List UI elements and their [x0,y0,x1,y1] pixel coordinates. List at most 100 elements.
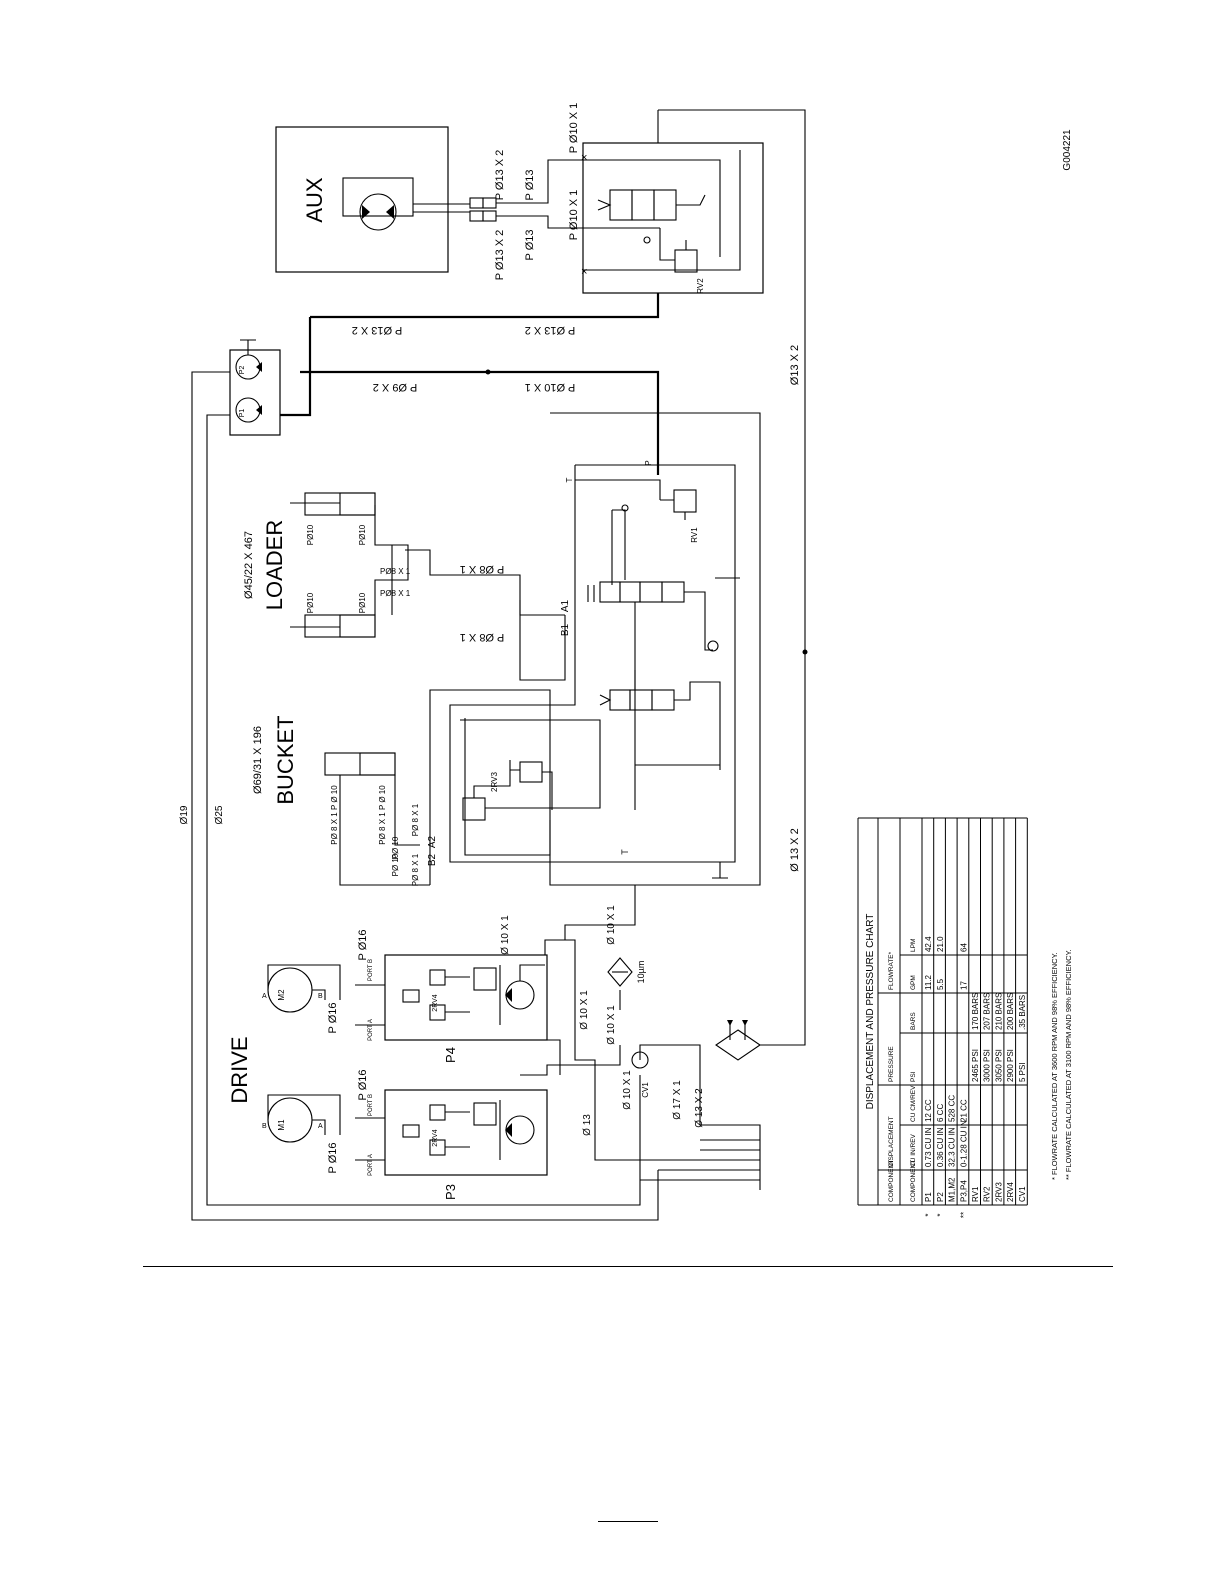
rv2-label: RV2 [696,278,705,294]
main-valve-section: RV1 A1 B1 P 2RV3 A2 B2 T T [427,412,761,886]
cv1-label: CV1 [641,1082,650,1098]
table-column-header: GPM [910,975,917,990]
table-column-header: LPM [910,939,917,952]
table-cell: 12 CC [924,1099,933,1122]
hose-label: Ø19 [179,805,190,824]
displacement-pressure-chart: DISPLACEMENT AND PRESSURE CHARTCOMPONENT… [857,817,1073,1218]
port-a2: A2 [427,835,438,848]
port-t: T [620,849,630,855]
hose-label: Ø 10 X 1 [579,990,590,1030]
hose-label: Ø 13 [582,1114,593,1136]
rv3-label: 2RV3 [490,772,499,792]
hose-label: Ø25 [214,805,225,824]
table-cell: 2465 PSI [971,1049,980,1082]
hose-label: Ø 10 X 1 [622,1070,633,1110]
table-cell: M1,M2 [948,1177,957,1202]
motor-port: A [262,993,267,1000]
table-cell: 6 CC [936,1104,945,1122]
hose-label: P Ø13 X 2 [352,324,403,336]
port-p: P [644,460,653,465]
rv4-label: 2RV4 [432,1129,439,1146]
table-cell: 5.5 [936,978,945,990]
pump-p2-label: P2 [239,366,246,375]
hose-label: P Ø16 [357,930,369,961]
table-cell: 5 PSI [1018,1062,1027,1082]
table-footnote: ** FLOWRATE CALCULATED AT 3100 RPM AND 9… [1064,949,1073,1180]
table-cell: 64 [959,943,968,952]
aux-label: AUX [302,177,327,223]
table-footnote: * FLOWRATE CALCULATED AT 3600 RPM AND 98… [1050,952,1059,1180]
table-column-header: PSI [910,1071,917,1082]
hose-label: PØ 8 X 1 P Ø 10 [330,785,339,845]
table-cell: 3050 PSI [994,1049,1003,1082]
loader-section: LOADER Ø45/22 X 467 PØ10 PØ10 PØ10 PØ10 … [243,492,565,643]
table-cell: P3,P4 [959,1180,968,1202]
hose-label: P Ø10 X 1 [568,190,580,241]
hose-label: P Ø10 X 1 [568,103,580,154]
table-row-mark: ** [959,1212,968,1218]
hose-label: P Ø13 [524,230,536,261]
bucket-cylinder-size: Ø69/31 X 196 [252,726,264,794]
table-cell: 2RV4 [1006,1182,1015,1202]
table-cell: 32.3 CU IN [948,1127,957,1167]
hose-label: PØ8 X 1 [380,589,411,598]
rv1-label: RV1 [690,527,699,543]
motor-port: A [318,1123,323,1130]
table-cell: 0.36 CU IN [936,1127,945,1167]
hose-label: P Ø13 [524,170,536,201]
pump-p1-label: P1 [239,409,246,418]
hose-label: P Ø13 X 2 [494,150,506,201]
table-cell: 207 BARS [983,993,992,1030]
bucket-section: BUCKET Ø69/31 X 196 PØ 8 X 1 P Ø 10 PØ 8… [252,715,430,886]
port-a-label: PORT A [368,1019,374,1041]
table-group-header: COMPONENT [888,1160,895,1202]
table-cell: 0.73 CU IN [924,1127,933,1167]
hose-label: PØ10 [358,524,367,545]
table-cell: 11.2 [924,974,933,990]
hose-label: Ø13 X 2 [789,345,801,385]
table-cell: 21 CC [959,1099,968,1122]
motor-port: B [318,993,323,1000]
table-cell: 42.4 [924,936,933,952]
table-cell: 210 BARS [994,993,1003,1030]
table-cell: CV1 [1018,1186,1027,1202]
figure-id: G004221 [1062,129,1073,171]
footer-mark [598,1521,658,1522]
table-cell: 170 BARS [971,993,980,1030]
hose-label: PØ10 [306,524,315,545]
table-column-header: COMPONENT [910,1160,917,1202]
trunk-lines: P Ø13 X 2 P Ø13 X 2 P Ø9 X 2 P Ø10 X 1 Ø… [300,109,808,1046]
table-cell: .35 BARS [1018,995,1027,1030]
table-cell: 528 CC [948,1095,957,1122]
pump-p4-label: P4 [443,1047,458,1063]
hose-label: P Ø8 X 1 [460,563,504,575]
table-cell: 21.0 [936,936,945,952]
hose-label: PØ 10 [391,853,400,876]
table-group-header: FLOWRATE* [888,951,895,990]
motor-port: B [262,1123,267,1130]
table-cell: RV1 [971,1186,980,1202]
port-b-label: PORT B [368,1094,374,1116]
table-row-mark: * [936,1213,945,1216]
hose-label: P Ø10 X 1 [525,381,576,393]
page-divider [143,1266,1113,1267]
hose-label: PØ 8 X 1 [411,803,420,836]
hose-label: Ø 13 X 2 [789,828,801,871]
hose-label: P Ø8 X 1 [460,631,504,643]
hose-label: Ø 13 X 2 [694,1088,705,1128]
hose-label: PØ 8 X 1 P Ø 10 [378,785,387,845]
drive-section: DRIVE M2 M1 A B B A 2RV4 P4 PORT B PORT … [227,885,761,1200]
drive-label: DRIVE [227,1036,252,1103]
table-column-header: BARS [910,1012,917,1030]
port-b-label: PORT B [368,959,374,981]
table-group-header: PRESSURE [888,1046,895,1082]
loader-label: LOADER [262,520,287,610]
port-t: T [565,477,574,482]
rv4-label: 2RV4 [432,994,439,1011]
table-cell: 200 BARS [1006,993,1015,1030]
hose-label: PØ 10 [391,836,400,859]
table-group-header: DISPLACEMENT [888,1116,895,1167]
motor-m1-label: M1 [277,1119,286,1131]
port-b1: B1 [560,623,571,636]
